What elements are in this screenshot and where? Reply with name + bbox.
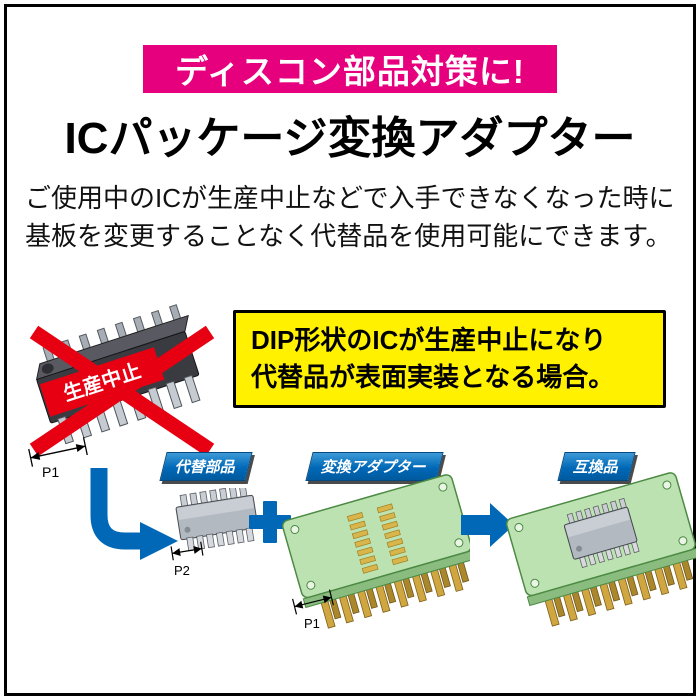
dip-pitch-dimension: P1 bbox=[28, 437, 88, 480]
alt-part-flag: 代替部品 bbox=[159, 452, 253, 481]
description-line2: 基板を変更することなく代替品を使用可能にできます。 bbox=[25, 220, 672, 251]
mounted-soic-chip bbox=[563, 497, 640, 568]
right-arrow-icon bbox=[461, 503, 514, 547]
adapter-pitch-label: P1 bbox=[304, 616, 320, 631]
callout-line2: 代替品が表面実装となる場合。 bbox=[251, 361, 615, 392]
top-banner: ディスコン部品対策に! bbox=[143, 45, 557, 93]
adapter-board-illustration: P1 bbox=[281, 474, 470, 631]
page-title: ICパッケージ変換アダプター bbox=[64, 114, 636, 163]
adapter-smd-pads bbox=[346, 503, 409, 574]
adapter-board bbox=[281, 474, 470, 629]
dip-ic-illustration: 生産中止 P1 bbox=[28, 304, 215, 480]
adapter-pitch-dimension: P1 bbox=[292, 589, 334, 631]
callout-line1: DIP形状のICが生産中止になり bbox=[251, 325, 607, 355]
compatible-board bbox=[505, 472, 696, 627]
compatible-near-pins bbox=[544, 561, 688, 627]
curved-down-right-arrow-icon bbox=[90, 468, 178, 560]
compatible-board-illustration bbox=[505, 472, 696, 627]
plus-icon bbox=[249, 501, 291, 543]
soic-pitch-label: P2 bbox=[174, 563, 190, 578]
soic-chip-illustration: P2 bbox=[170, 488, 259, 578]
description: ご使用中のICが生産中止などで入手できなくなった時に 基板を変更することなく代替… bbox=[25, 180, 682, 255]
alt-part-flag-label: 代替部品 bbox=[173, 459, 238, 476]
soic-chip-body bbox=[175, 488, 259, 552]
top-banner-text: ディスコン部品対策に! bbox=[175, 53, 525, 90]
dip-pitch-label: P1 bbox=[42, 464, 59, 480]
description-line1: ご使用中のICが生産中止などで入手できなくなった時に bbox=[25, 183, 675, 213]
callout-box: DIP形状のICが生産中止になり 代替品が表面実装となる場合。 bbox=[233, 310, 666, 408]
soic-pitch-dimension: P2 bbox=[170, 541, 204, 578]
